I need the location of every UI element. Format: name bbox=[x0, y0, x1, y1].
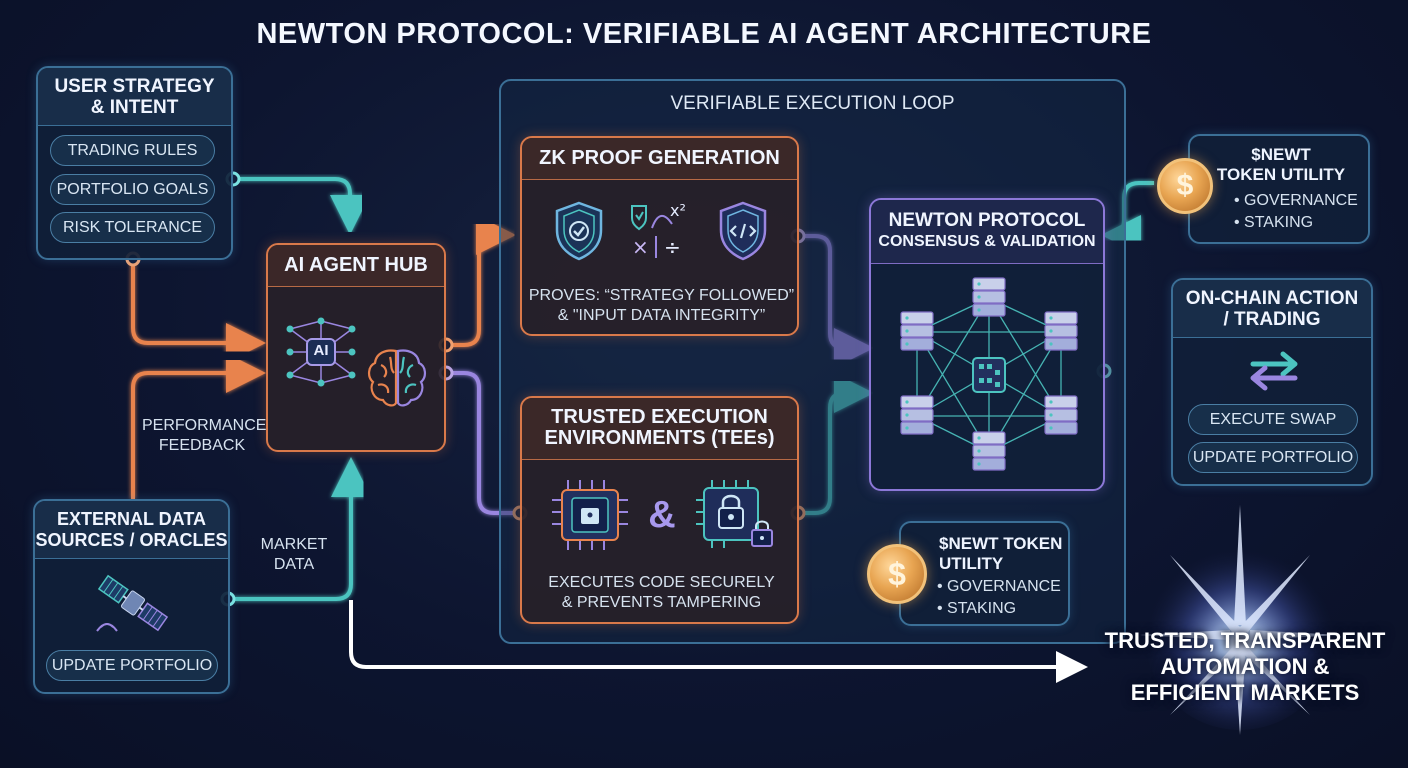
zk-desc-line1: PROVES: “STRATEGY FOLLOWED” bbox=[528, 287, 795, 304]
arrow-tee-to-consensus bbox=[798, 373, 874, 515]
page-title: NEWTON PROTOCOL: VERIFIABLE AI AGENT ARC… bbox=[256, 18, 1152, 50]
token-bottom-bullets: • GOVERNANCE • STAKING bbox=[937, 576, 1061, 620]
svg-text:×: × bbox=[632, 235, 649, 259]
token-bottom-title-line1: $NEWT TOKEN bbox=[939, 534, 1063, 553]
arrow-market-data-to-hub bbox=[228, 457, 371, 601]
brain-icon bbox=[368, 349, 426, 407]
onchain-title-line1: ON-CHAIN ACTION bbox=[1185, 288, 1359, 309]
token-top-title-line1: $NEWT bbox=[1251, 145, 1311, 164]
token-bottom-bullet-staking: • STAKING bbox=[937, 600, 1017, 617]
outcome-line2: AUTOMATION & bbox=[1160, 654, 1330, 679]
zk-title: ZK PROOF GENERATION bbox=[522, 138, 797, 180]
consensus-title: NEWTON PROTOCOL CONSENSUS & VALIDATION bbox=[871, 200, 1103, 264]
ai-network-icon bbox=[286, 317, 356, 387]
outcome-line3: EFFICIENT MARKETS bbox=[1130, 680, 1360, 705]
ai-agent-hub-box: AI AGENT HUB AI bbox=[266, 243, 446, 452]
shield-code-icon bbox=[719, 201, 767, 261]
shield-check-icon bbox=[555, 201, 603, 261]
token-top-bullets: • GOVERNANCE • STAKING bbox=[1234, 190, 1358, 234]
swap-arrows-icon bbox=[1250, 351, 1298, 391]
loop-title: VERIFIABLE EXECUTION LOOP bbox=[670, 93, 955, 114]
satellite-icon bbox=[96, 574, 169, 632]
feedback-line2: FEEDBACK bbox=[158, 437, 246, 454]
token-utility-bottom-box: $NEWT TOKEN UTILITY • GOVERNANCE • STAKI… bbox=[899, 521, 1070, 626]
arrow-to-outcome bbox=[349, 600, 1088, 683]
execute-swap-button[interactable]: EXECUTE SWAP bbox=[1188, 404, 1358, 435]
tee-title-line1: TRUSTED EXECUTION bbox=[551, 406, 768, 428]
coin-icon: $ bbox=[867, 544, 927, 604]
arrow-user-to-hub-orange bbox=[131, 259, 266, 363]
arrow-hub-to-zk bbox=[446, 215, 516, 347]
coin-dollar-glyph: $ bbox=[1176, 169, 1194, 202]
pill-trading-rules[interactable]: TRADING RULES bbox=[50, 135, 215, 166]
secure-chip-icon bbox=[552, 480, 628, 550]
token-utility-top-box: $NEWT TOKEN UTILITY • GOVERNANCE • STAKI… bbox=[1188, 134, 1370, 244]
tee-ampersand: & bbox=[648, 494, 676, 536]
feedback-line1: PERFORMANCE bbox=[142, 417, 267, 434]
performance-feedback-label: PERFORMANCE FEEDBACK bbox=[142, 416, 267, 456]
consensus-title-line2: CONSENSUS & VALIDATION bbox=[878, 233, 1096, 250]
arrow-hub-to-tee bbox=[446, 371, 520, 515]
zk-proof-box: ZK PROOF GENERATION x² × ÷ PROVES: “STRA… bbox=[520, 136, 799, 336]
external-data-title: EXTERNAL DATA SOURCES / ORACLES bbox=[35, 501, 228, 559]
consensus-title-line1: NEWTON PROTOCOL bbox=[888, 210, 1086, 231]
server-network-icon bbox=[900, 277, 1078, 471]
market-data-line1: MARKET bbox=[260, 536, 328, 553]
starburst-glow bbox=[1140, 505, 1340, 735]
consensus-box: NEWTON PROTOCOL CONSENSUS & VALIDATION bbox=[869, 198, 1105, 491]
update-portfolio-button[interactable]: UPDATE PORTFOLIO bbox=[1188, 442, 1358, 473]
token-bottom-bullet-governance: • GOVERNANCE bbox=[937, 578, 1061, 595]
pill-portfolio-goals[interactable]: PORTFOLIO GOALS bbox=[50, 174, 215, 205]
tee-desc-line2: & PREVENTS TAMPERING bbox=[561, 594, 762, 611]
token-bottom-title-line2: UTILITY bbox=[939, 554, 1004, 573]
arrow-user-to-hub-teal bbox=[233, 177, 370, 235]
external-data-title-line1: EXTERNAL DATA bbox=[56, 509, 206, 529]
outcome-text: TRUSTED, TRANSPARENT AUTOMATION & EFFICI… bbox=[1094, 628, 1396, 706]
zk-desc-line2: & "INPUT DATA INTEGRITY” bbox=[557, 307, 766, 324]
ai-chip-label: AI bbox=[313, 342, 329, 359]
pill-risk-tolerance[interactable]: RISK TOLERANCE bbox=[50, 212, 215, 243]
external-data-box: EXTERNAL DATA SOURCES / ORACLES UPDATE P… bbox=[33, 499, 230, 694]
svg-text:÷: ÷ bbox=[664, 235, 681, 259]
math-symbols-icon: x² × ÷ bbox=[631, 201, 686, 259]
token-top-title: $NEWT TOKEN UTILITY bbox=[1198, 145, 1364, 185]
user-strategy-title-line1: USER STRATEGY bbox=[54, 76, 215, 97]
market-data-line2: DATA bbox=[273, 556, 315, 573]
padlock-chip-icon bbox=[696, 480, 773, 548]
pill-update-portfolio-external[interactable]: UPDATE PORTFOLIO bbox=[46, 650, 218, 681]
arrow-feedback-to-hub bbox=[131, 353, 266, 499]
onchain-title: ON-CHAIN ACTION / TRADING bbox=[1173, 280, 1371, 338]
user-strategy-title-line2: & INTENT bbox=[90, 97, 179, 118]
user-strategy-box: USER STRATEGY & INTENT TRADING RULES POR… bbox=[36, 66, 233, 260]
external-data-title-line2: SOURCES / ORACLES bbox=[35, 530, 228, 550]
svg-text:x²: x² bbox=[670, 201, 686, 220]
tee-desc-line1: EXECUTES CODE SECURELY bbox=[548, 574, 775, 591]
onchain-title-line2: / TRADING bbox=[1223, 309, 1321, 330]
tee-title-line2: ENVIRONMENTS (TEEs) bbox=[544, 427, 775, 449]
token-bottom-title: $NEWT TOKEN UTILITY bbox=[939, 534, 1062, 574]
token-top-bullet-staking: • STAKING bbox=[1234, 214, 1314, 231]
coin-icon: $ bbox=[1157, 158, 1213, 214]
user-strategy-title: USER STRATEGY & INTENT bbox=[38, 68, 231, 126]
token-top-bullet-governance: • GOVERNANCE bbox=[1234, 192, 1358, 209]
coin-dollar-glyph: $ bbox=[888, 555, 906, 592]
token-top-title-line2: TOKEN UTILITY bbox=[1216, 165, 1346, 184]
tee-title: TRUSTED EXECUTION ENVIRONMENTS (TEEs) bbox=[522, 398, 797, 460]
arrow-zk-to-consensus bbox=[798, 234, 874, 368]
zk-description: PROVES: “STRATEGY FOLLOWED” & "INPUT DAT… bbox=[522, 286, 801, 326]
onchain-action-box: ON-CHAIN ACTION / TRADING EXECUTE SWAP U… bbox=[1171, 278, 1373, 486]
tee-description: EXECUTES CODE SECURELY & PREVENTS TAMPER… bbox=[522, 573, 801, 613]
tee-box: TRUSTED EXECUTION ENVIRONMENTS (TEEs) & … bbox=[520, 396, 799, 624]
outcome-line1: TRUSTED, TRANSPARENT bbox=[1104, 628, 1386, 653]
market-data-label: MARKET DATA bbox=[250, 535, 338, 575]
ai-hub-title: AI AGENT HUB bbox=[268, 245, 444, 287]
